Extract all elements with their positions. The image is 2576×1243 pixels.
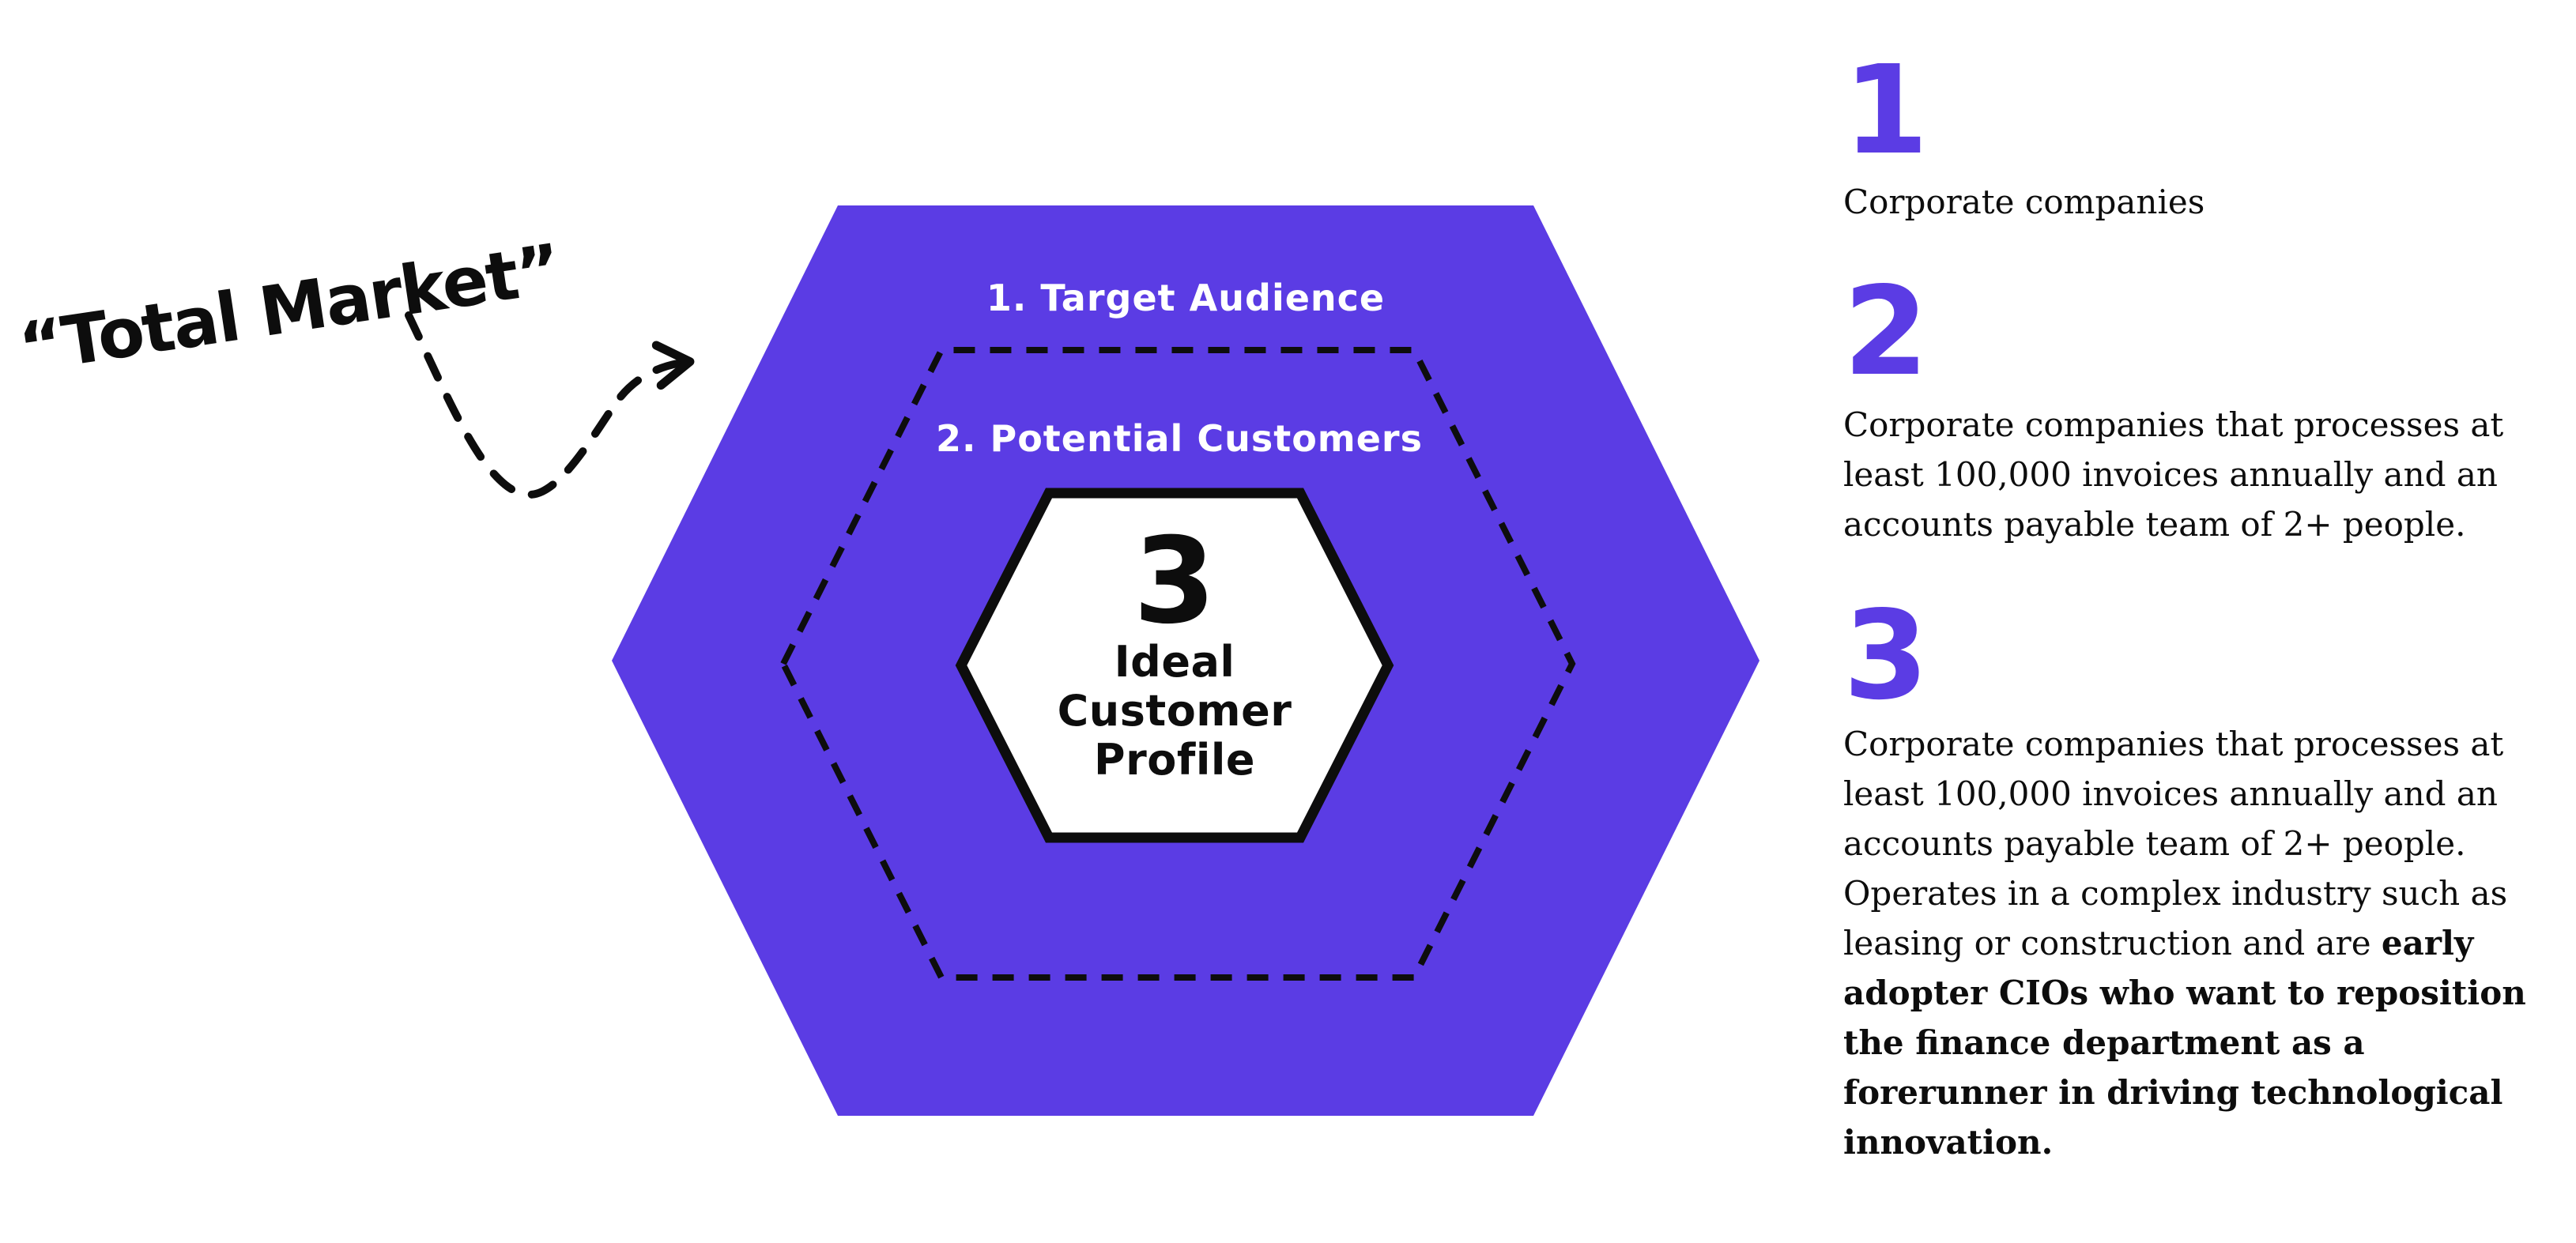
section-1-text: Corporate companies — [1843, 183, 2205, 221]
inner-hexagon-content: 3 Ideal Customer Profile — [961, 493, 1388, 838]
total-market-arrow-icon — [405, 311, 695, 499]
middle-hexagon-potential-customers — [779, 347, 1576, 981]
section-2-text: Corporate companies that processes at le… — [1843, 405, 2504, 544]
inner-hexagon-number: 3 — [1133, 512, 1216, 650]
section-1-number: 1 — [1843, 39, 1929, 182]
hexagon-diagram — [405, 205, 1759, 1116]
section-3-text: Corporate companies that processes at le… — [1843, 719, 2535, 1167]
section-3-number: 3 — [1843, 584, 1929, 727]
inner-hexagon-line-2: Customer — [1057, 686, 1292, 736]
section-2-number: 2 — [1843, 260, 1929, 403]
outer-hexagon-label: 1. Target Audience — [986, 277, 1386, 319]
section-3-text-normal: Corporate companies that processes at le… — [1843, 725, 2508, 962]
middle-hexagon-label: 2. Potential Customers — [935, 417, 1424, 460]
section-3-text-bold: early adopter CIOs who want to repositio… — [1843, 924, 2526, 1162]
inner-hexagon-line-1: Ideal — [1114, 637, 1235, 687]
inner-hexagon-line-3: Profile — [1094, 735, 1255, 785]
inner-hexagon-ideal-customer-profile — [955, 488, 1394, 843]
